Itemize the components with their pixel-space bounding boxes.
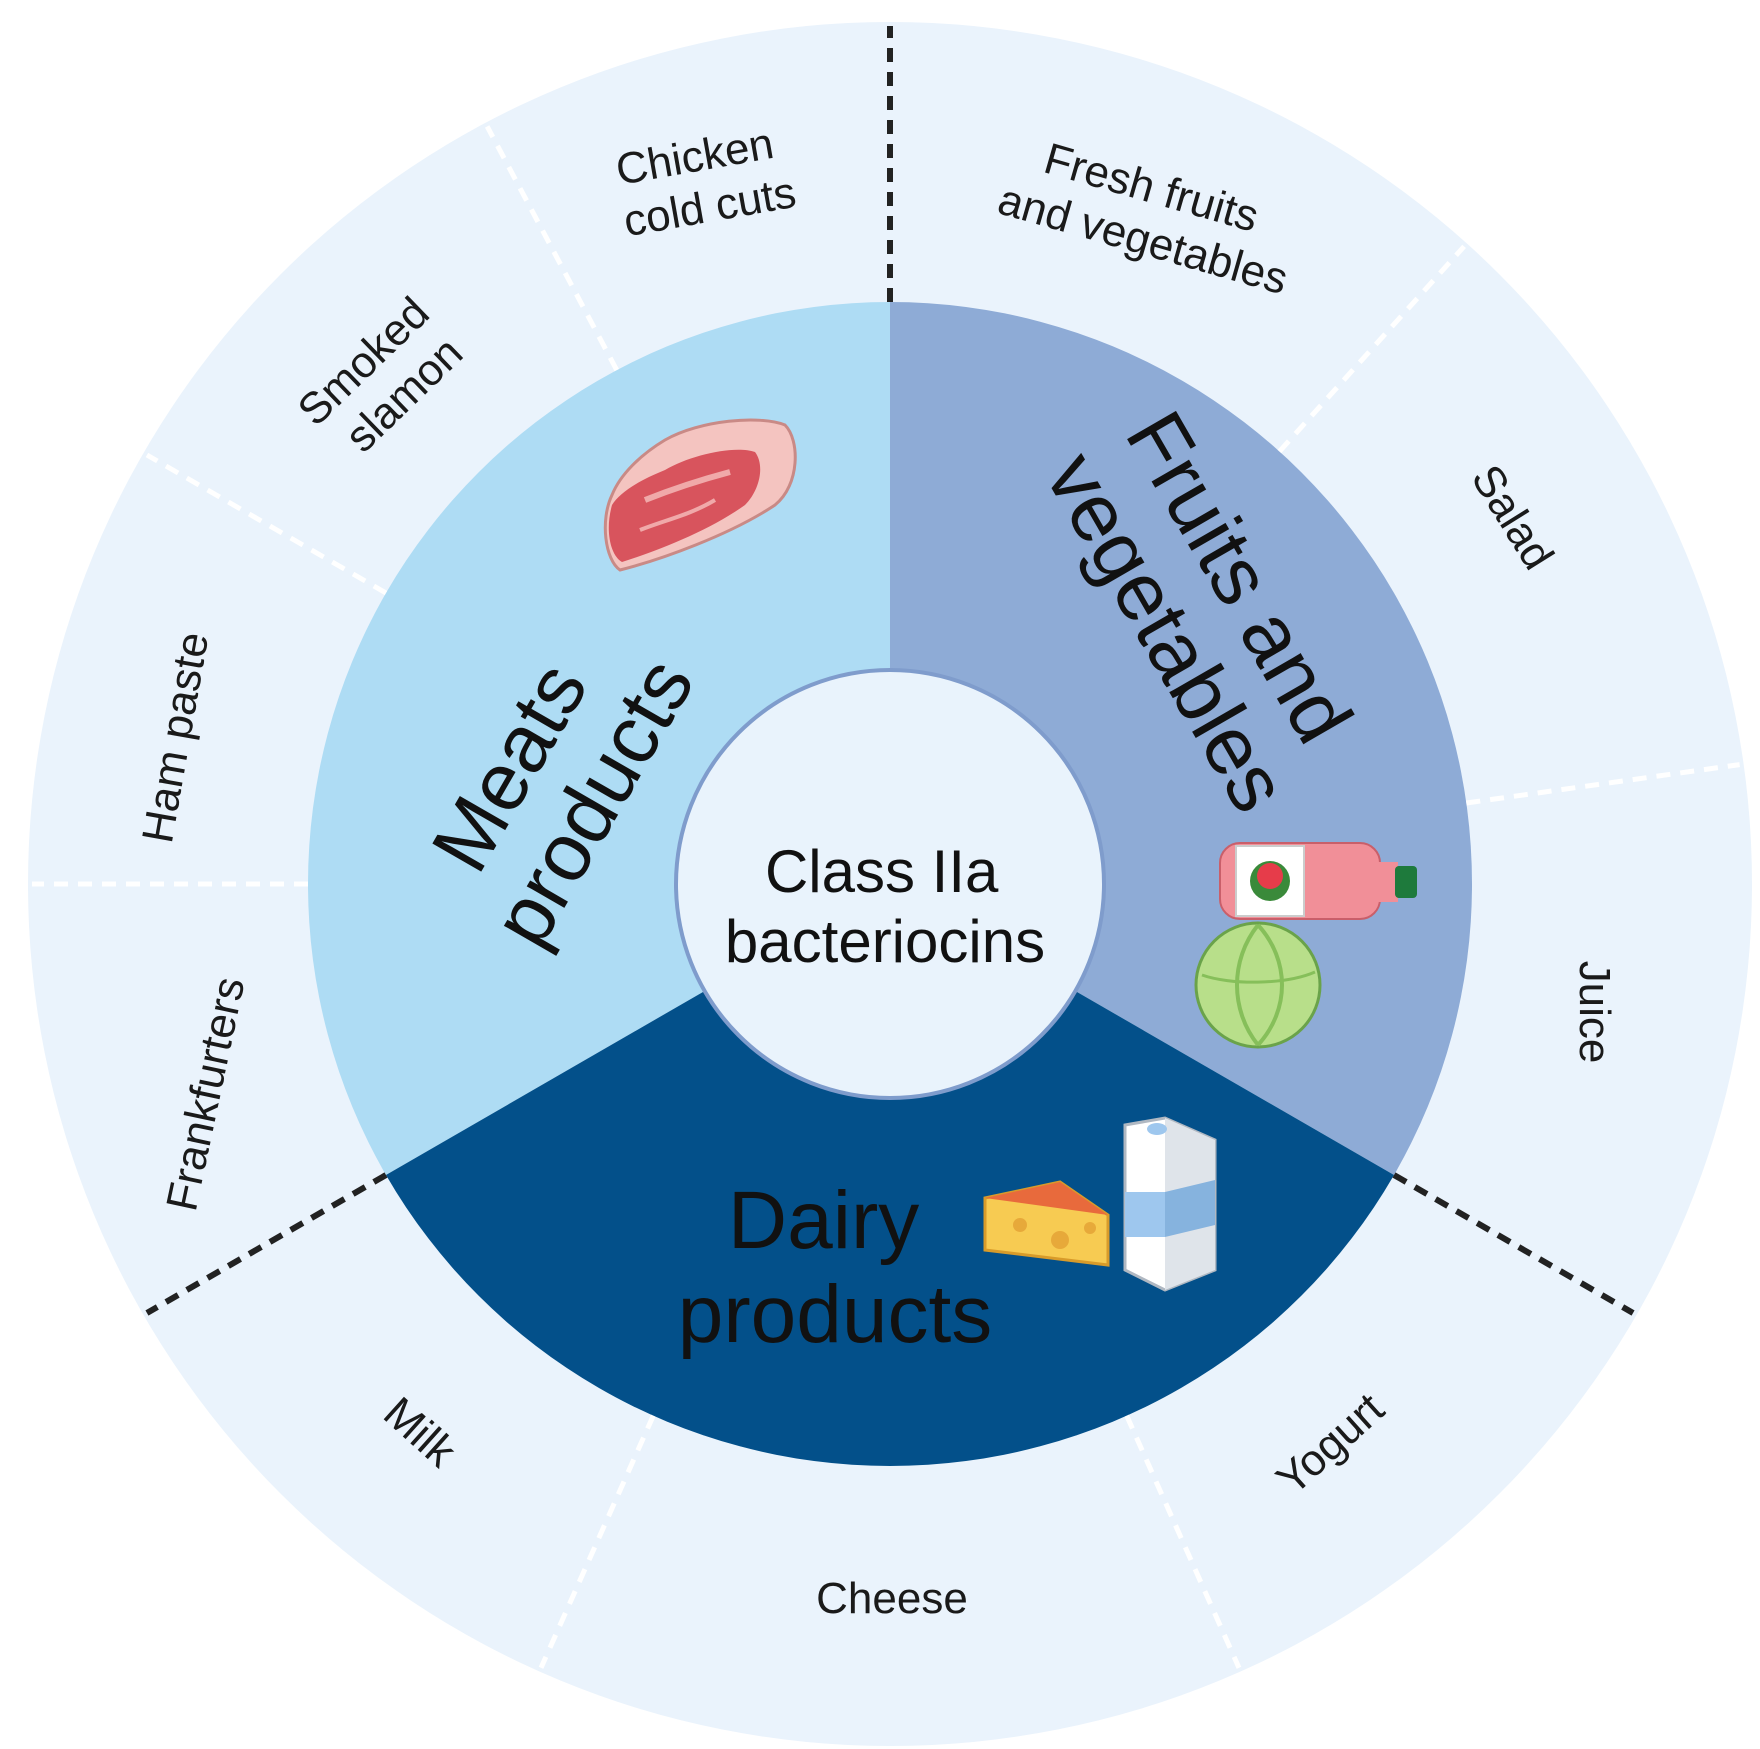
sector-dairy (385, 884, 1395, 1466)
minor-divider-0 (1277, 244, 1466, 454)
center-label: Class IIa bacteriocins (725, 838, 1045, 975)
cheese-icon (983, 1180, 1110, 1267)
minor-divider-3 (145, 452, 388, 596)
minor-divider-1 (1465, 762, 1740, 806)
milk-carton-icon (1123, 1116, 1217, 1292)
sector-label-dairy: Dairy products (678, 1175, 993, 1360)
ring-dividers (32, 26, 1740, 1669)
juice-bottle-icon (1219, 842, 1417, 920)
ring-label-juice: Juice (1570, 961, 1619, 1064)
major-divider-2 (145, 1172, 388, 1316)
ring-label-cheese: Cheese (816, 1574, 968, 1623)
steak-icon (603, 418, 797, 572)
center-circle (674, 668, 1106, 1100)
minor-divider-6 (1124, 1414, 1242, 1669)
cabbage-icon (1194, 921, 1322, 1049)
minor-divider-5 (538, 1414, 656, 1669)
